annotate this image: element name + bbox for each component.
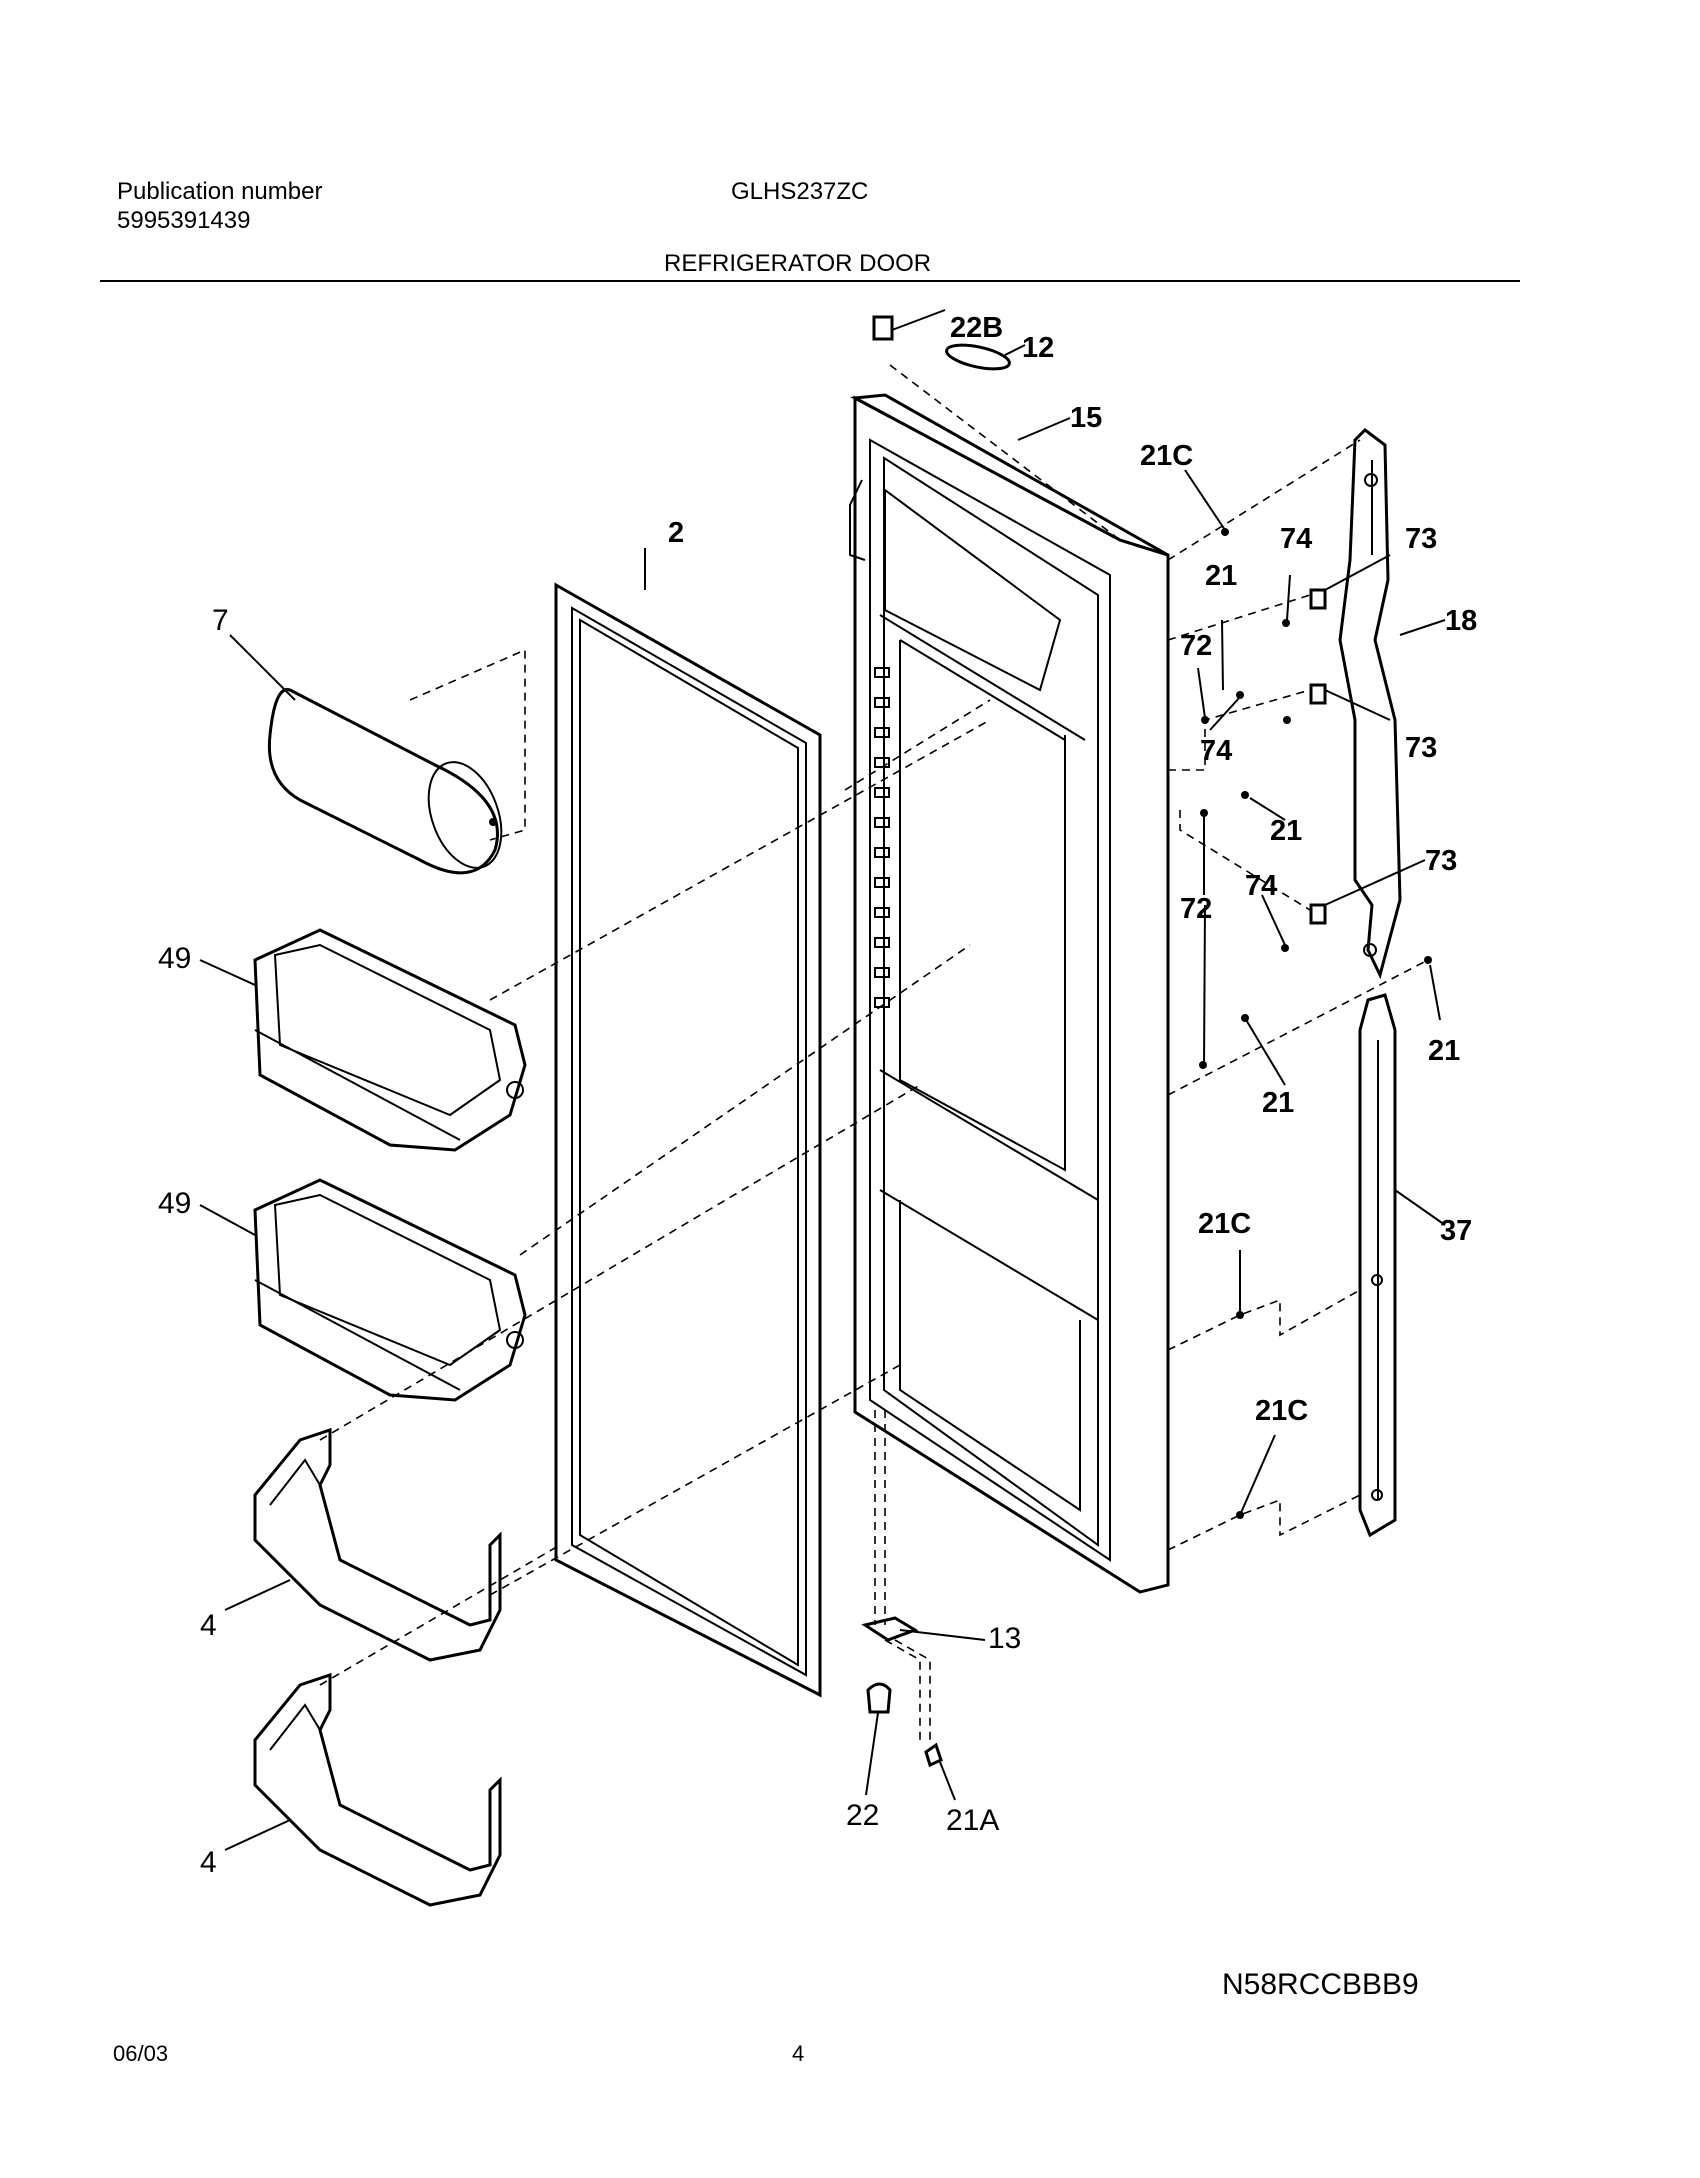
plug-12-part[interactable] bbox=[945, 341, 1012, 374]
callout-72-b: 72 bbox=[1180, 893, 1212, 925]
hinge-bracket-13-part[interactable] bbox=[861, 1616, 919, 1642]
callout-21c-low: 21C bbox=[1255, 1395, 1308, 1427]
handle-trim-part[interactable] bbox=[1358, 993, 1397, 1538]
callout-2: 2 bbox=[668, 517, 684, 549]
callout-13: 13 bbox=[988, 1622, 1021, 1655]
callout-73-c: 73 bbox=[1425, 845, 1457, 877]
callout-7: 7 bbox=[212, 604, 229, 637]
callout-leaders bbox=[199, 309, 1446, 1851]
callout-22: 22 bbox=[846, 1799, 879, 1832]
door-handle-part[interactable] bbox=[1338, 428, 1402, 980]
diagram-code: N58RCCBBB9 bbox=[1222, 1968, 1419, 2001]
callout-21c-mid: 21C bbox=[1198, 1208, 1251, 1240]
callout-21-b: 21 bbox=[1270, 815, 1302, 847]
callout-74-a: 74 bbox=[1280, 523, 1312, 555]
callout-21-a: 21 bbox=[1205, 560, 1237, 592]
header-rule bbox=[100, 280, 1520, 282]
door-frame-part[interactable] bbox=[849, 393, 1170, 1594]
callout-49-a: 49 bbox=[158, 942, 191, 975]
callout-74-c: 74 bbox=[1245, 870, 1277, 902]
model-number: GLHS237ZC bbox=[731, 178, 869, 205]
callout-15: 15 bbox=[1070, 402, 1102, 434]
door-bin-upper-part[interactable] bbox=[253, 928, 527, 1152]
callout-21-c: 21 bbox=[1428, 1035, 1460, 1067]
publication-number-label: Publication number bbox=[117, 178, 323, 205]
insulator-roll-part[interactable] bbox=[267, 688, 514, 878]
screw-21a-part[interactable] bbox=[924, 1742, 943, 1768]
revision-date: 06/03 bbox=[113, 2041, 169, 2066]
bushing-22-part[interactable] bbox=[866, 1682, 892, 1714]
alignment-lines bbox=[319, 364, 1429, 1745]
callout-21c-top: 21C bbox=[1140, 440, 1193, 472]
callout-72-a: 72 bbox=[1180, 630, 1212, 662]
callout-74-b: 74 bbox=[1200, 735, 1232, 767]
door-shelf-upper-part[interactable] bbox=[253, 1427, 502, 1662]
callout-21a: 21A bbox=[946, 1804, 999, 1837]
callout-49-b: 49 bbox=[158, 1187, 191, 1220]
screw-cap-22b-part[interactable] bbox=[872, 315, 894, 341]
callout-73-b: 73 bbox=[1405, 732, 1437, 764]
callout-4-a: 4 bbox=[200, 1609, 217, 1642]
section-title: REFRIGERATOR DOOR bbox=[664, 250, 932, 277]
callout-37: 37 bbox=[1440, 1215, 1472, 1247]
callout-22b: 22B bbox=[950, 312, 1003, 344]
handle-hardware-fasteners bbox=[1199, 528, 1432, 1519]
callout-4-b: 4 bbox=[200, 1846, 217, 1879]
publication-number: 5995391439 bbox=[117, 207, 251, 234]
door-shelf-lower-part[interactable] bbox=[253, 1672, 502, 1907]
door-bin-lower-part[interactable] bbox=[253, 1178, 527, 1402]
page-number: 4 bbox=[792, 2041, 805, 2066]
callout-12: 12 bbox=[1022, 332, 1054, 364]
callout-73-a: 73 bbox=[1405, 523, 1437, 555]
callout-18: 18 bbox=[1445, 605, 1477, 637]
callout-21-d: 21 bbox=[1262, 1087, 1294, 1119]
